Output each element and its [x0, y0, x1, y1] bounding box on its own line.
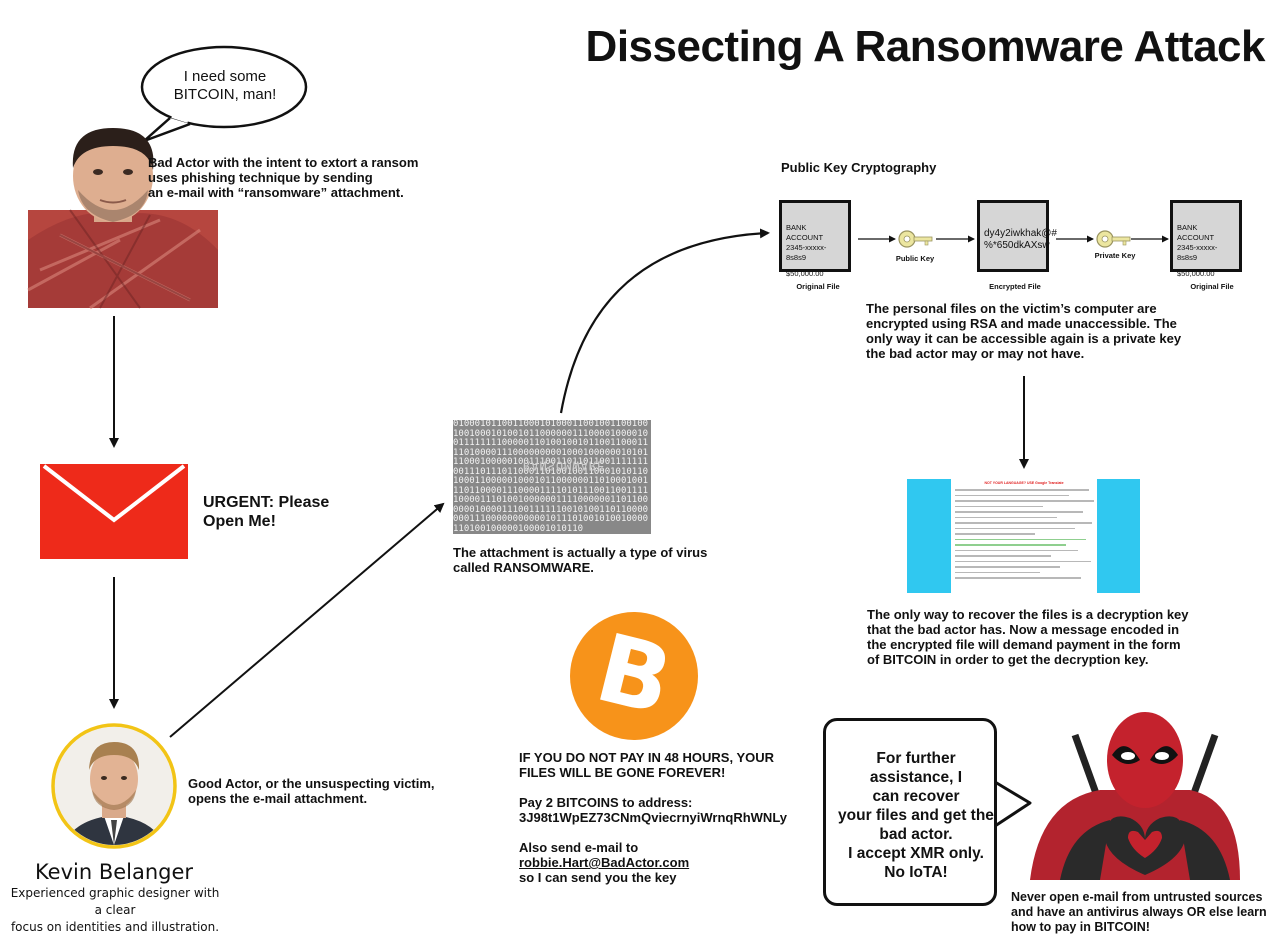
original-file-line3: $50,000.00 [786, 269, 824, 278]
victim-description: Good Actor, or the unsuspecting victim, … [188, 776, 435, 806]
bad-actor-photo [27, 128, 218, 310]
ransom-note-line [955, 522, 1093, 524]
binary-ransomware-word: RANSOMWARE [523, 458, 606, 473]
original-file-line1: BANK ACCOUNT [786, 223, 824, 242]
ransom-note-line [955, 538, 1087, 540]
ransom-note-line [955, 505, 1043, 507]
ransom-note-line [955, 560, 1091, 562]
ransom-note-line [955, 511, 1084, 513]
original-file-line2: 2345-xxxxx-8s8s9 [786, 243, 827, 262]
ransom-note-line [955, 527, 1075, 529]
ransom-note-line [955, 489, 1090, 491]
ransom-note-page: NOT YOUR LANGUAGE? USE Google Translate [951, 479, 1097, 593]
deadpool-photo [1010, 710, 1240, 880]
bitcoin-icon: B [570, 612, 698, 740]
arrow-attachment-to-crypto [559, 228, 770, 414]
crypto-description: The personal files on the victim’s compu… [866, 301, 1182, 361]
demand-warning: IF YOU DO NOT PAY IN 48 HOURS, YOUR FILE… [519, 750, 775, 780]
envelope-icon [40, 464, 188, 559]
private-key-label: Private Key [1094, 251, 1136, 260]
assistance-bubble: For further assistance, I can recover yo… [823, 718, 997, 906]
ransom-note-line [955, 577, 1081, 579]
victim-tagline: Experienced graphic designer with a clea… [10, 886, 220, 934]
decrypted-file-line1: BANK ACCOUNT [1177, 223, 1215, 242]
public-key-icon [898, 230, 933, 248]
demand-email-link[interactable]: robbie.Hart@BadActor.com [519, 855, 690, 870]
ransom-note-line [955, 555, 1052, 557]
private-key-icon [1096, 230, 1131, 248]
ransom-note-screenshot: NOT YOUR LANGUAGE? USE Google Translate [907, 479, 1140, 593]
attachment-caption: The attachment is actually a type of vir… [453, 545, 708, 575]
ransom-note-heading: NOT YOUR LANGUAGE? USE Google Translate [984, 481, 1064, 485]
email-subject: URGENT: Please Open Me! [203, 494, 330, 530]
original-file-box: BANK ACCOUNT 2345-xxxxx-8s8s9 $50,000.00 [779, 200, 851, 278]
encrypted-file-box: dy4y2iwkhak@# %*650dkAXsw [977, 200, 1057, 272]
decrypted-file-label: Original File [1190, 282, 1234, 291]
demand-pay-line: Pay 2 BITCOINS to address: [519, 795, 693, 810]
decrypted-file-line3: $50,000.00 [1177, 269, 1215, 278]
decrypted-file-box: BANK ACCOUNT 2345-xxxxx-8s8s9 $50,000.00 [1170, 200, 1242, 278]
arrow-victim-to-attachment [169, 502, 445, 738]
ransom-note-line [955, 544, 1066, 546]
ransom-note-line [955, 571, 1040, 573]
advice-text: Never open e-mail from untrusted sources… [1011, 890, 1267, 934]
public-key-label: Public Key [895, 254, 935, 263]
encrypted-file-label: Encrypted File [989, 282, 1041, 291]
ransom-note-line [955, 516, 1058, 518]
speech-bubble-text: I need some BITCOIN, man! [173, 68, 277, 103]
ransom-note-line [955, 566, 1061, 568]
decrypted-file-line2: 2345-xxxxx-8s8s9 [1177, 243, 1218, 262]
ransomware-binary-image: 0100010110011000101000110010011001001001… [453, 420, 651, 534]
avatar [51, 723, 177, 849]
demand-address: 3J98t1WpEZ73CNmQviecrnyiWrnqRhWNLy [519, 810, 788, 825]
recovery-description: The only way to recover the files is a d… [867, 607, 1189, 667]
ransom-note-line [955, 549, 1078, 551]
victim-name: Kevin Belanger [34, 860, 194, 884]
assistance-bubble-tail [994, 780, 1032, 828]
page-title: Dissecting A Ransomware Attack [585, 22, 1266, 71]
bad-actor-description: Bad Actor with the intent to extort a ra… [148, 155, 419, 200]
demand-email-line: Also send e-mail to [519, 840, 639, 855]
ransom-note-line [955, 533, 1036, 535]
speech-bubble [140, 45, 308, 143]
assistance-text: For further assistance, I can recover yo… [838, 750, 994, 881]
original-file-label: Original File [796, 282, 840, 291]
demand-closing: so I can send you the key [519, 870, 677, 885]
ransom-note-line [955, 500, 1094, 502]
crypto-heading: Public Key Cryptography [781, 160, 937, 175]
ransom-note-line [955, 494, 1069, 496]
ransom-demand: IF YOU DO NOT PAY IN 48 HOURS, YOUR FILE… [519, 750, 819, 885]
